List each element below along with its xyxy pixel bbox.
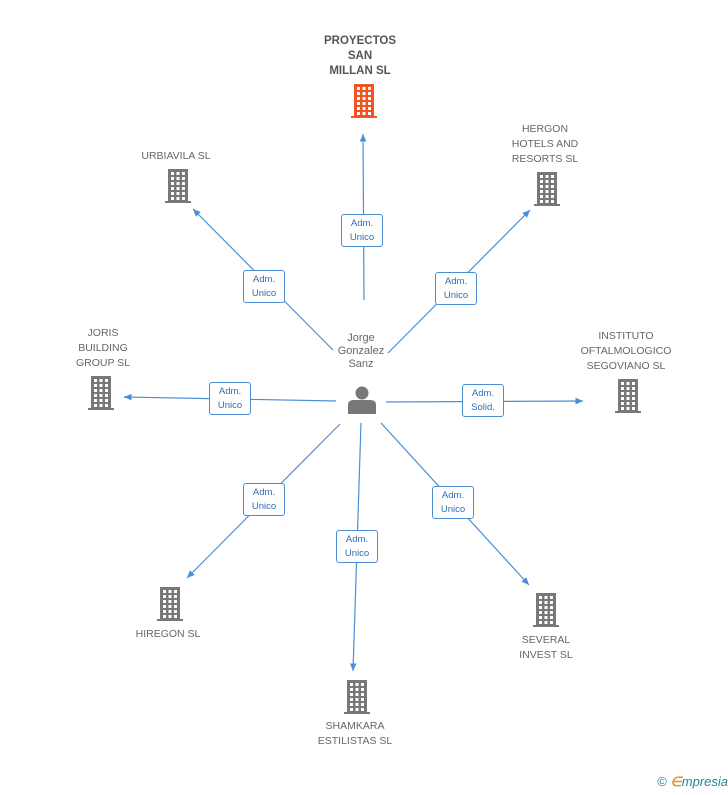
company-label-several-invest[interactable]: SEVERAL INVEST SL xyxy=(519,634,573,661)
role-badge-urbiavila: Adm. Unico xyxy=(243,270,285,303)
role-badge-proyectos-san-millan: Adm. Unico xyxy=(341,214,383,247)
empresia-logo: ∈mpresia xyxy=(670,774,728,789)
copyright-icon: © xyxy=(657,774,667,789)
building-icon[interactable] xyxy=(351,84,377,118)
building-icon[interactable] xyxy=(157,587,183,621)
role-badge-joris-building: Adm. Unico xyxy=(209,382,251,415)
building-icon[interactable] xyxy=(533,593,559,627)
role-badge-several-invest: Adm. Unico xyxy=(432,486,474,519)
building-icon[interactable] xyxy=(534,172,560,206)
building-icon[interactable] xyxy=(615,379,641,413)
company-label-joris-building[interactable]: JORIS BUILDING GROUP SL xyxy=(75,327,131,369)
company-label-instituto-oftalmologico[interactable]: INSTITUTO OFTALMOLOGICO SEGOVIANO SL xyxy=(580,330,672,372)
role-badge-instituto-oftalmologico: Adm. Solid. xyxy=(462,384,504,417)
company-label-shamkara[interactable]: SHAMKARA ESTILISTAS SL xyxy=(317,720,393,747)
center-person-name[interactable]: Jorge Gonzalez Sanz xyxy=(337,332,385,370)
person-icon[interactable] xyxy=(348,386,376,415)
building-icon[interactable] xyxy=(344,680,370,714)
company-label-urbiavila[interactable]: URBIAVILA SL xyxy=(141,150,211,162)
building-icon[interactable] xyxy=(88,376,114,410)
company-label-hiregon[interactable]: HIREGON SL xyxy=(135,628,201,640)
building-icon[interactable] xyxy=(165,169,191,203)
company-label-hergon-hotels[interactable]: HERGON HOTELS AND RESORTS SL xyxy=(511,123,579,165)
role-badge-hergon-hotels: Adm. Unico xyxy=(435,272,477,305)
company-label-proyectos-san-millan[interactable]: PROYECTOS SAN MILLAN SL xyxy=(324,35,396,77)
empresia-footer[interactable]: © ∈mpresia xyxy=(657,774,728,790)
role-badge-shamkara: Adm. Unico xyxy=(336,530,378,563)
role-badge-hiregon: Adm. Unico xyxy=(243,483,285,516)
